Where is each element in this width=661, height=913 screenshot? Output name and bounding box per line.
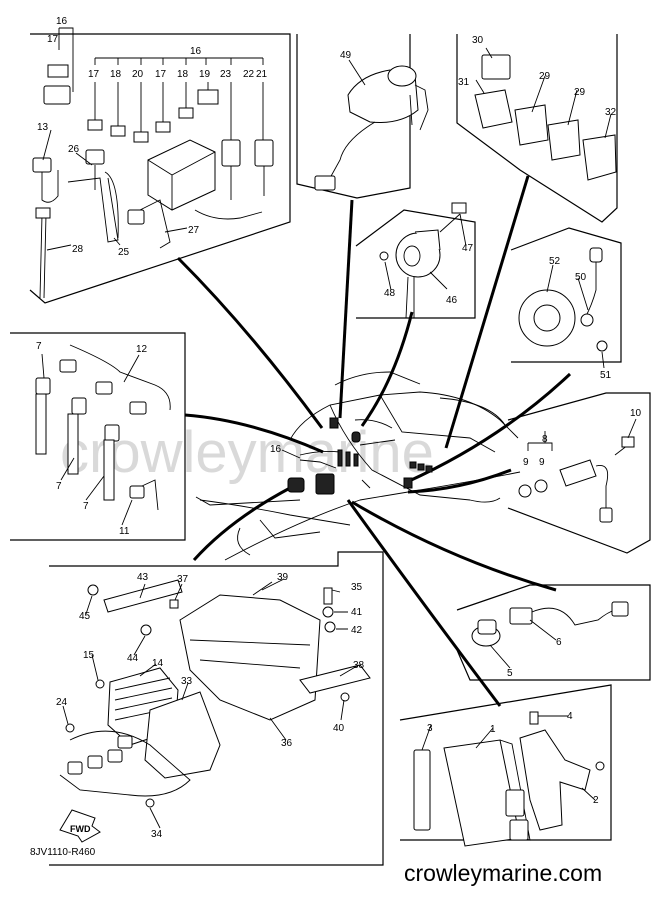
callout: 48 bbox=[384, 288, 396, 299]
diagram-code: 8JV1110-R460 bbox=[30, 847, 96, 858]
fwd-arrow-icon: FWD bbox=[59, 809, 101, 843]
callout: 47 bbox=[462, 243, 474, 254]
callout: 46 bbox=[446, 295, 458, 306]
callout: 36 bbox=[281, 738, 293, 749]
callout: 43 bbox=[137, 572, 149, 583]
callout: 2 bbox=[593, 795, 599, 806]
callout: 9 bbox=[539, 457, 545, 468]
callouts-top-center: 49 30 31 29 29 32 47 48 46 52 50 51 bbox=[340, 35, 617, 381]
pickup-plate-part bbox=[518, 247, 608, 352]
callout: 26 bbox=[68, 144, 80, 155]
callout: 32 bbox=[605, 107, 617, 118]
callout: 45 bbox=[79, 611, 91, 622]
switch-parts bbox=[471, 601, 629, 647]
callout: 37 bbox=[177, 574, 189, 585]
callout: 40 bbox=[333, 723, 345, 734]
callout: 9 bbox=[523, 457, 529, 468]
callout: 5 bbox=[507, 668, 513, 679]
callout: 25 bbox=[118, 247, 130, 258]
callout: 10 bbox=[630, 408, 642, 419]
callout: 7 bbox=[36, 341, 42, 352]
callout: 27 bbox=[188, 225, 200, 236]
callout: 33 bbox=[181, 676, 193, 687]
callout: 14 bbox=[152, 658, 164, 669]
callout: 22 bbox=[243, 69, 255, 80]
callout: 4 bbox=[567, 711, 573, 722]
callouts-middle: 7 12 7 7 11 10 8 9 9 16 bbox=[36, 341, 642, 537]
callouts-top-left: 16 17 16 17 18 20 17 18 19 23 22 21 13 2… bbox=[37, 16, 268, 258]
callout: 3 bbox=[427, 723, 433, 734]
callout: 31 bbox=[458, 77, 470, 88]
callout: 39 bbox=[277, 572, 289, 583]
callout: 49 bbox=[340, 50, 352, 61]
brand-footer: crowleymarine.com bbox=[404, 860, 602, 886]
callout: 16 bbox=[190, 46, 202, 57]
callout: 28 bbox=[72, 244, 84, 255]
relay-parts bbox=[474, 54, 617, 181]
callout: 29 bbox=[574, 87, 586, 98]
callout-pointers bbox=[41, 47, 637, 829]
callout: 1 bbox=[490, 724, 496, 735]
harness-center bbox=[287, 417, 433, 495]
callout: 24 bbox=[56, 697, 68, 708]
callout: 21 bbox=[256, 69, 268, 80]
callout: 19 bbox=[199, 69, 211, 80]
snowmobile-outline bbox=[195, 371, 521, 561]
callout: 17 bbox=[155, 69, 167, 80]
callout: 35 bbox=[351, 582, 363, 593]
buzzer-part bbox=[379, 202, 467, 319]
callout: 11 bbox=[119, 526, 130, 537]
ignition-coil-parts bbox=[35, 344, 171, 511]
callout: 38 bbox=[353, 660, 365, 671]
callout: 13 bbox=[37, 122, 49, 133]
callout: 17 bbox=[47, 34, 59, 45]
regulator-bracket-parts bbox=[59, 579, 371, 808]
callout: 18 bbox=[177, 69, 189, 80]
fwd-label: FWD bbox=[70, 824, 91, 834]
fuse-and-connector-parts bbox=[32, 27, 274, 299]
callout: 20 bbox=[132, 69, 144, 80]
callout: 52 bbox=[549, 256, 561, 267]
callouts-bottom-right: 6 5 4 3 1 2 bbox=[427, 637, 599, 806]
key-switch-part bbox=[314, 65, 429, 191]
callout: 7 bbox=[83, 501, 89, 512]
callout: 42 bbox=[351, 625, 363, 636]
callout: 12 bbox=[136, 344, 148, 355]
callout: 34 bbox=[151, 829, 163, 840]
callout: 7 bbox=[56, 481, 62, 492]
callout: 30 bbox=[472, 35, 484, 46]
callout: 16 bbox=[56, 16, 68, 27]
leader-lines bbox=[176, 175, 572, 707]
callout: 16 bbox=[270, 444, 282, 455]
callout: 29 bbox=[539, 71, 551, 82]
callout: 8 bbox=[542, 434, 548, 445]
callout: 15 bbox=[83, 650, 95, 661]
callout: 51 bbox=[600, 370, 612, 381]
callout: 6 bbox=[556, 637, 562, 648]
watermark: crowleymarine bbox=[60, 420, 434, 485]
ecu-parts bbox=[413, 711, 605, 847]
callout: 18 bbox=[110, 69, 122, 80]
callout: 41 bbox=[351, 607, 363, 618]
callout: 23 bbox=[220, 69, 232, 80]
callout: 44 bbox=[127, 653, 139, 664]
speed-sensor-part bbox=[518, 431, 635, 523]
callout: 50 bbox=[575, 272, 587, 283]
callout: 17 bbox=[88, 69, 100, 80]
callouts-bottom-left: 43 37 39 35 45 41 42 44 15 14 33 38 24 4… bbox=[56, 572, 365, 840]
